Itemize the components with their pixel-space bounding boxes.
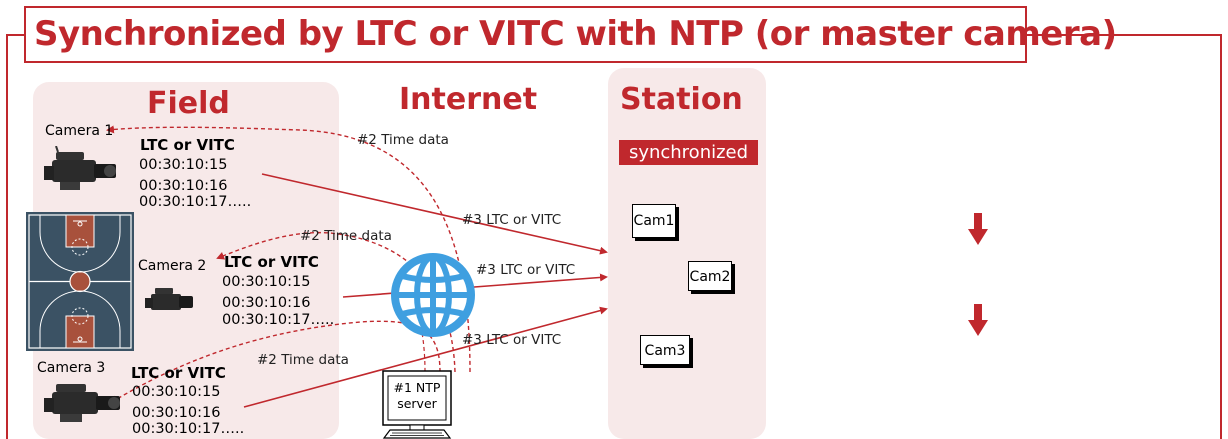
ltc-vitc-label: #3 LTC or VITC: [462, 212, 562, 228]
camera-1-timecode: 00:30:10:16: [139, 178, 228, 194]
camera-3-timecode: 00:30:10:15: [132, 384, 221, 400]
frame-line: [6, 34, 8, 439]
title-box: Synchronized by LTC or VITC with NTP (or…: [24, 6, 1117, 63]
station-cam1-feed: Cam1: [632, 204, 676, 238]
camera-3-timecode: 00:30:10:17…..: [132, 421, 245, 437]
camera-1-label: Camera 1: [45, 123, 114, 139]
time-data-label: #2 Time data: [357, 132, 449, 148]
camera-3-image: [44, 384, 120, 422]
ltc-vitc-label: #3 LTC or VITC: [476, 262, 576, 278]
camera-2-timecode: 00:30:10:17…..: [222, 312, 335, 328]
down-arrow-icon: [968, 304, 988, 336]
station-heading: Station: [620, 82, 743, 117]
computer-icon: [382, 370, 452, 439]
ltc-vitc-label: #3 LTC or VITC: [462, 332, 562, 348]
time-data-label: #2 Time data: [257, 352, 349, 368]
ntp-server-line1: #1 NTP: [393, 380, 441, 395]
frame-line: [1220, 34, 1222, 439]
camera-1-image: [44, 146, 116, 190]
station-panel: [608, 68, 766, 439]
ltc-vitc-arrow: [261, 173, 608, 255]
camera-2-timecode: 00:30:10:16: [222, 295, 311, 311]
camera-1-timecode: 00:30:10:15: [139, 157, 228, 173]
camera-3-label: Camera 3: [37, 360, 106, 376]
time-data-curve: [414, 299, 426, 373]
ltc-vitc-arrow: [243, 306, 608, 408]
ntp-server-label: #1 NTP server: [389, 380, 445, 412]
ltc-vitc-arrow: [342, 273, 608, 298]
frame-line: [1027, 34, 1222, 36]
camera-2-label: Camera 2: [138, 258, 207, 274]
frame-line: [6, 34, 24, 36]
camera-3-timecode: 00:30:10:16: [132, 405, 221, 421]
time-data-label: #2 Time data: [300, 228, 392, 244]
station-cam3-feed: Cam3: [640, 335, 690, 365]
camera-2-ltc-heading: LTC or VITC: [224, 253, 319, 271]
field-heading: Field: [147, 86, 230, 121]
synchronized-badge: synchronized: [619, 140, 758, 165]
time-data-curve: [106, 125, 471, 373]
ntp-server-line2: server: [397, 396, 437, 411]
page-title: Synchronized by LTC or VITC with NTP (or…: [34, 14, 1117, 54]
basketball-court-image: [26, 212, 134, 351]
time-data-curve: [216, 231, 456, 373]
camera-2-timecode: 00:30:10:15: [222, 274, 311, 290]
camera-3-ltc-heading: LTC or VITC: [131, 364, 226, 382]
camera-2-image: [145, 288, 193, 310]
internet-heading: Internet: [399, 82, 538, 117]
globe-icon: [391, 253, 475, 337]
camera-1-timecode: 00:30:10:17…..: [139, 194, 252, 210]
station-cam2-feed: Cam2: [688, 261, 732, 291]
down-arrow-icon: [968, 213, 988, 245]
camera-1-ltc-heading: LTC or VITC: [140, 136, 235, 154]
